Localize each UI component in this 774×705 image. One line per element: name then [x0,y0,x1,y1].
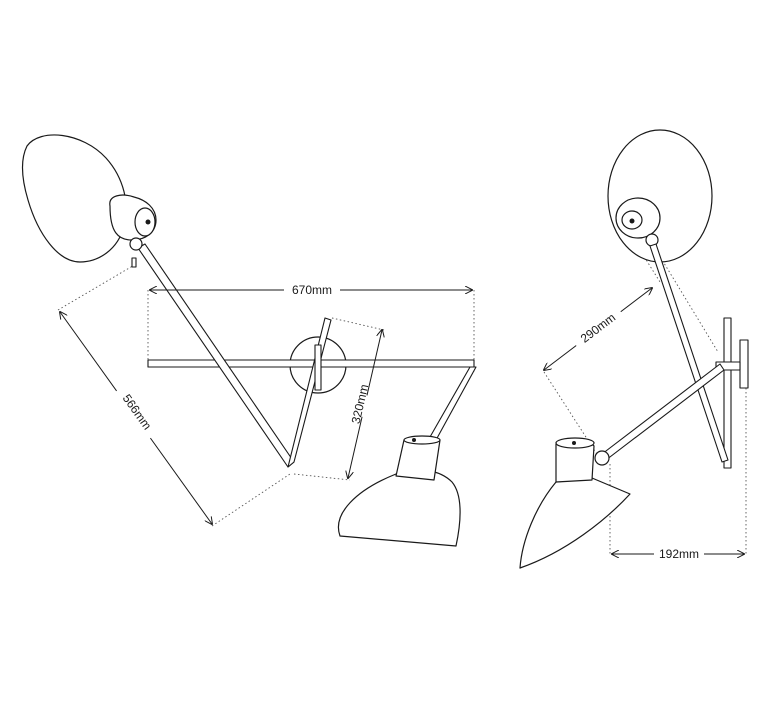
front-lower-socket-cap [403,435,441,445]
front-upper-shade [22,134,127,263]
side-upper-arm [649,243,729,463]
side-wall-plate [739,339,749,389]
front-upper-knob [145,219,151,225]
width-dimension-label: 670mm [292,283,332,297]
projection-dimension-label: 192mm [659,547,699,561]
side-upper-shade [607,129,713,263]
front-plate-post [314,344,322,391]
side-lower-shade [519,477,631,569]
front-upper-joint [129,237,143,251]
side-lower-knob [572,441,576,445]
front-lower-shade [337,469,461,547]
side-bracket-post [723,317,732,469]
front-upper-socket-cap [134,207,156,237]
front-lower-arm [429,366,477,441]
front-view: 670mm 320mm 566mm [22,134,477,547]
front-crossbar [147,359,475,368]
side-arm-label-bg [570,304,626,352]
side-arm-dimension-label: 290mm [578,310,618,345]
drop-label-bg [331,388,388,422]
side-view: 290mm 192mm [519,129,749,569]
side-upper-knob [629,218,635,224]
front-main-arm [137,243,295,468]
diagonal-label-bg [112,383,162,441]
width-label-bg [284,282,340,298]
front-upper-switch [131,257,137,268]
side-lower-joint [594,450,610,466]
front-lower-socket [395,439,441,481]
front-lower-knob [412,438,416,442]
projection-label-bg [654,546,704,562]
